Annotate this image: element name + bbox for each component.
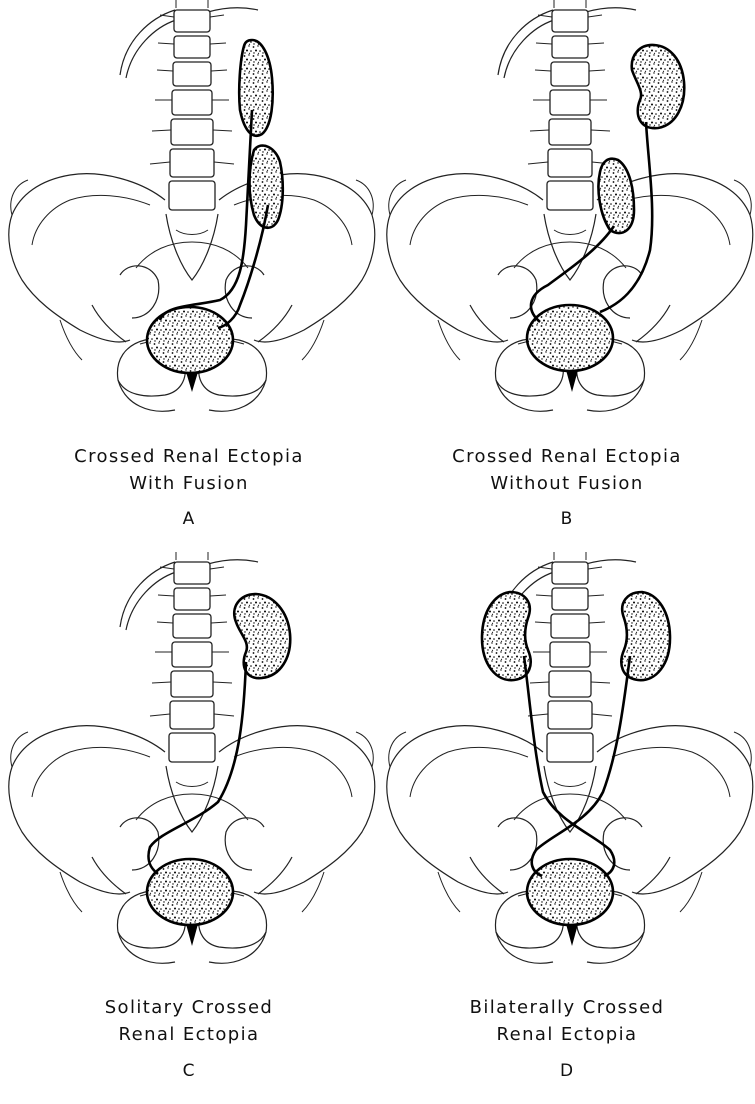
urethra-a xyxy=(186,372,198,392)
label-c: C xyxy=(0,1061,378,1081)
urethra-b xyxy=(566,370,578,392)
lower-kidney-b xyxy=(598,159,634,233)
bladder-b xyxy=(527,305,613,371)
caption-b-line2: Without Fusion xyxy=(378,470,755,497)
panel-a-illustration xyxy=(0,0,378,420)
panel-c-illustration xyxy=(0,552,378,972)
bladder-d xyxy=(527,859,613,925)
caption-d: Bilaterally Crossed Renal Ectopia xyxy=(378,994,755,1048)
panel-d: Bilaterally Crossed Renal Ectopia D xyxy=(378,552,755,1104)
caption-d-line1: Bilaterally Crossed xyxy=(378,994,755,1021)
label-b: B xyxy=(378,509,755,529)
urethra-d xyxy=(566,924,578,946)
caption-a: Crossed Renal Ectopia With Fusion xyxy=(0,443,378,497)
bladder-a xyxy=(147,307,233,373)
label-a: A xyxy=(0,509,378,529)
upper-kidney-a xyxy=(239,40,272,136)
panel-a: Crossed Renal Ectopia With Fusion A xyxy=(0,0,378,552)
panel-d-illustration xyxy=(378,552,755,972)
caption-c-line2: Renal Ectopia xyxy=(0,1021,378,1048)
bladder-c xyxy=(147,859,233,925)
label-d: D xyxy=(378,1061,755,1081)
solitary-kidney-c xyxy=(234,594,290,678)
caption-b-line1: Crossed Renal Ectopia xyxy=(378,443,755,470)
upper-kidney-b xyxy=(632,45,685,128)
panel-b-illustration xyxy=(378,0,755,420)
caption-c-line1: Solitary Crossed xyxy=(0,994,378,1021)
caption-a-line2: With Fusion xyxy=(0,470,378,497)
caption-b: Crossed Renal Ectopia Without Fusion xyxy=(378,443,755,497)
caption-a-line1: Crossed Renal Ectopia xyxy=(0,443,378,470)
caption-c: Solitary Crossed Renal Ectopia xyxy=(0,994,378,1048)
panel-b: Crossed Renal Ectopia Without Fusion B xyxy=(378,0,755,552)
panel-c: Solitary Crossed Renal Ectopia C xyxy=(0,552,378,1104)
urethra-c xyxy=(186,924,198,946)
left-kidney-d xyxy=(482,592,531,680)
caption-d-line2: Renal Ectopia xyxy=(378,1021,755,1048)
